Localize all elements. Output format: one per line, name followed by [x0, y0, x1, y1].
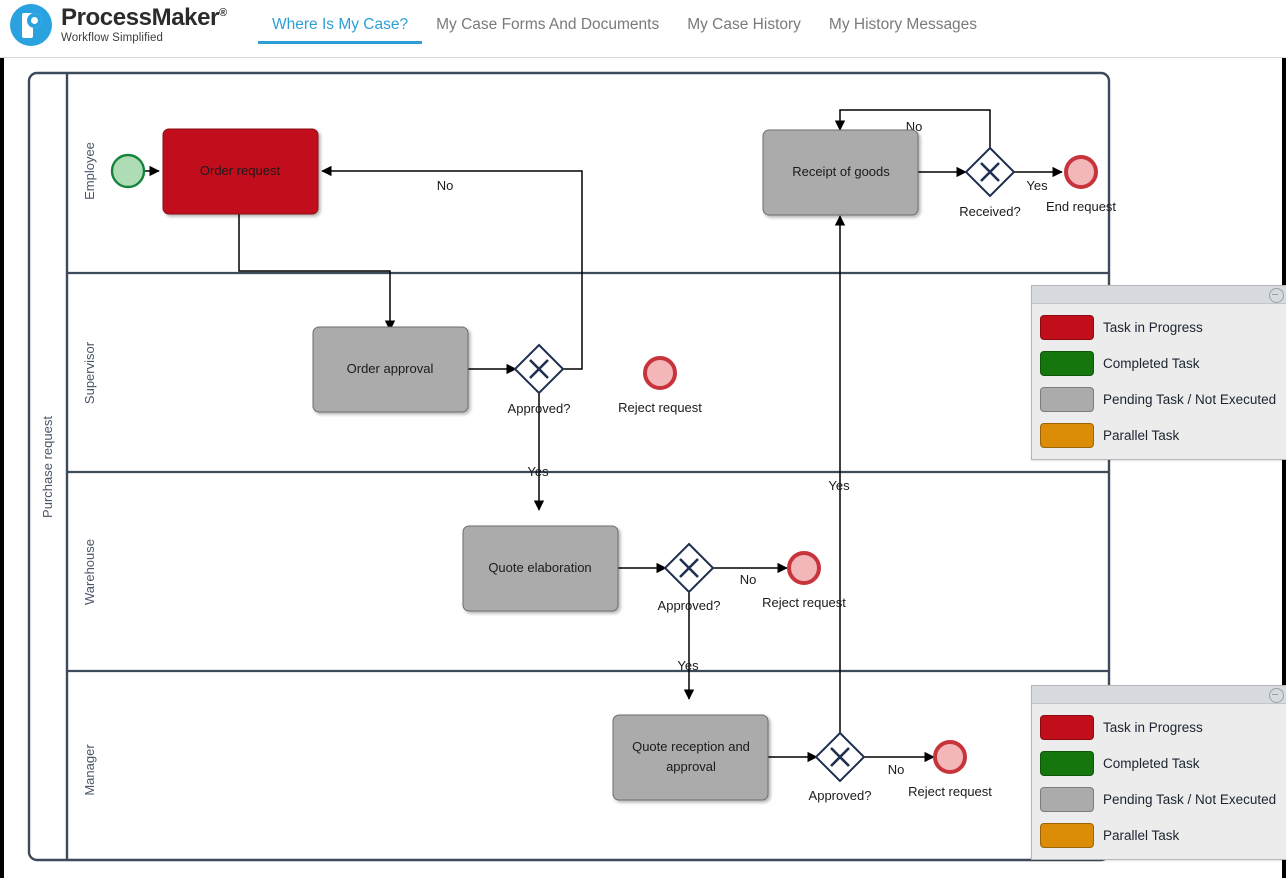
task-label-order-approval: Order approval	[347, 361, 434, 376]
sequence-flows	[145, 109, 1063, 763]
legend-item-completed-task: Completed Task	[1032, 345, 1286, 381]
brand-trademark: ®	[218, 6, 227, 19]
legend-item-parallel-task: Parallel Task	[1032, 417, 1286, 453]
legend-label-parallel-task: Parallel Task	[1103, 427, 1180, 443]
task-label-receipt-of-goods: Receipt of goods	[792, 164, 890, 179]
end-event-reject-request-warehouse[interactable]	[787, 551, 821, 585]
legend-label-pending-task: Pending Task / Not Executed	[1103, 391, 1277, 407]
main-nav: Where Is My Case? My Case Forms And Docu…	[258, 16, 991, 44]
flow-supervisor-no-to-order-request	[321, 165, 583, 370]
task-order-approval[interactable]	[312, 326, 469, 413]
flow-label-supervisor-yes: Yes	[527, 464, 549, 479]
lane-labels: Employee Supervisor Warehouse Manager	[82, 142, 97, 796]
legend-label-completed-task: Completed Task	[1103, 755, 1200, 771]
gateway-label-approved-supervisor: Approved?	[508, 401, 571, 416]
end-event-label-reject-request-supervisor: Reject request	[618, 400, 702, 415]
legend-rows-bottom: Task in Progress Completed Task Pending …	[1032, 704, 1286, 859]
pool-label: Purchase request	[40, 416, 55, 518]
legend-swatch-pending-task	[1040, 786, 1094, 812]
legend-item-parallel-task: Parallel Task	[1032, 817, 1286, 853]
processmaker-p-logo-icon	[10, 4, 52, 46]
gateway-approved-warehouse[interactable]	[663, 542, 715, 594]
lane-dividers	[67, 271, 1109, 673]
start-event-icon[interactable]	[110, 153, 146, 189]
end-event-label-end-request: End request	[1046, 199, 1116, 214]
end-event-label-reject-request-warehouse: Reject request	[762, 595, 846, 610]
legend-swatch-pending-task	[1040, 386, 1094, 412]
end-event-reject-request-manager[interactable]	[933, 740, 967, 774]
task-receipt-of-goods[interactable]	[762, 129, 919, 216]
legend-panel-bottom[interactable]: Task in Progress Completed Task Pending …	[1031, 685, 1286, 860]
brand-logo[interactable]: ProcessMaker® Workflow Simplified	[10, 4, 227, 46]
flow-label-warehouse-no: No	[740, 572, 757, 587]
bpmn-diagram: Purchase request Employee Supervisor War…	[27, 71, 1116, 862]
legend-swatch-task-in-progress	[1040, 314, 1094, 340]
brand-text: ProcessMaker® Workflow Simplified	[61, 3, 227, 45]
task-quote-reception-and-approval[interactable]	[612, 714, 769, 801]
flow-label-order-approval-no: No	[437, 178, 454, 193]
legend-swatch-completed-task	[1040, 350, 1094, 376]
legend-label-pending-task: Pending Task / Not Executed	[1103, 791, 1277, 807]
task-label-quote-reception-line2: approval	[666, 759, 716, 774]
legend-label-task-in-progress: Task in Progress	[1103, 319, 1203, 335]
flow-label-manager-no: No	[888, 762, 905, 777]
legend-swatch-parallel-task	[1040, 422, 1094, 448]
diagram-canvas[interactable]: Purchase request Employee Supervisor War…	[0, 58, 1286, 878]
legend-item-task-in-progress: Task in Progress	[1032, 309, 1286, 345]
minimize-circle-icon[interactable]	[1269, 288, 1284, 303]
legend-titlebar-top[interactable]	[1032, 286, 1286, 304]
gateway-label-approved-warehouse: Approved?	[658, 598, 721, 613]
lane-label-manager: Manager	[82, 744, 97, 796]
brand-tagline: Workflow Simplified	[61, 31, 164, 44]
lane-label-supervisor: Supervisor	[82, 341, 97, 404]
app-header: ProcessMaker® Workflow Simplified Where …	[0, 0, 1286, 58]
task-order-request[interactable]	[162, 128, 319, 215]
task-quote-elaboration[interactable]	[462, 525, 619, 612]
tab-my-history-messages[interactable]: My History Messages	[828, 16, 978, 33]
legend-item-completed-task: Completed Task	[1032, 745, 1286, 781]
legend-label-task-in-progress: Task in Progress	[1103, 719, 1203, 735]
legend-label-parallel-task: Parallel Task	[1103, 827, 1180, 843]
lane-label-employee: Employee	[82, 142, 97, 200]
flow-order-request-to-order-approval	[238, 214, 396, 331]
flow-label-received-yes: Yes	[1026, 178, 1048, 193]
legend-item-task-in-progress: Task in Progress	[1032, 709, 1286, 745]
flow-label-warehouse-yes: Yes	[677, 658, 699, 673]
legend-item-pending-task: Pending Task / Not Executed	[1032, 781, 1286, 817]
flow-label-manager-yes: Yes	[828, 478, 850, 493]
legend-rows-top: Task in Progress Completed Task Pending …	[1032, 304, 1286, 459]
brand-name-text: ProcessMaker	[61, 3, 219, 31]
task-label-quote-elaboration: Quote elaboration	[488, 560, 591, 575]
flow-received-no-to-receipt-of-goods	[834, 109, 991, 148]
task-label-order-request: Order request	[200, 163, 281, 178]
end-event-end-request[interactable]	[1064, 155, 1098, 189]
gateway-label-received: Received?	[959, 204, 1020, 219]
gateway-approved-manager[interactable]	[814, 731, 866, 783]
minimize-circle-icon[interactable]	[1269, 688, 1284, 703]
gateway-label-approved-manager: Approved?	[809, 788, 872, 803]
legend-swatch-task-in-progress	[1040, 714, 1094, 740]
pool-purchase-request[interactable]: Purchase request	[27, 71, 1111, 862]
gateway-approved-supervisor[interactable]	[513, 343, 565, 395]
tab-where-is-my-case[interactable]: Where Is My Case?	[258, 16, 423, 44]
legend-item-pending-task: Pending Task / Not Executed	[1032, 381, 1286, 417]
legend-swatch-completed-task	[1040, 750, 1094, 776]
lane-label-warehouse: Warehouse	[82, 539, 97, 605]
end-event-label-reject-request-manager: Reject request	[908, 784, 992, 799]
task-label-quote-reception-line1: Quote reception and	[632, 739, 750, 754]
pool-border	[27, 71, 1111, 862]
end-event-reject-request-supervisor[interactable]	[643, 356, 677, 390]
legend-label-completed-task: Completed Task	[1103, 355, 1200, 371]
tab-my-case-forms-and-documents[interactable]: My Case Forms And Documents	[436, 16, 660, 33]
legend-panel-top[interactable]: Task in Progress Completed Task Pending …	[1031, 285, 1286, 460]
legend-titlebar-bottom[interactable]	[1032, 686, 1286, 704]
legend-swatch-parallel-task	[1040, 822, 1094, 848]
tab-my-case-history[interactable]: My Case History	[687, 16, 801, 33]
gateway-received[interactable]	[964, 146, 1016, 198]
brand-name: ProcessMaker®	[61, 3, 227, 31]
